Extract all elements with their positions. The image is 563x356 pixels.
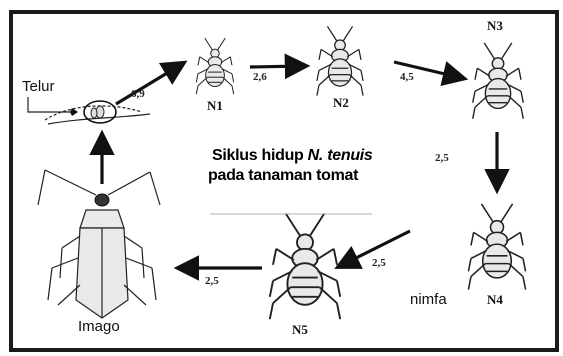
- duration-n5-to-adult: 2,5: [205, 275, 219, 287]
- egg-leaf-icon: [45, 101, 150, 124]
- title-line2: pada tanaman tomat: [208, 167, 359, 184]
- duration-n1-to-n2: 2,6: [253, 71, 267, 83]
- title-line1: Siklus hidup N. tenuis: [212, 147, 373, 164]
- duration-n2-to-n3: 4,5: [400, 71, 414, 83]
- n1-label: N1: [207, 98, 223, 113]
- title-line1-prefix: Siklus hidup: [212, 147, 308, 164]
- n2-label: N2: [333, 95, 349, 110]
- n3-label: N3: [487, 18, 503, 33]
- arrow-n1-to-n2: [250, 66, 304, 67]
- n2-nymph-icon: [317, 26, 363, 95]
- n4-nymph-icon: [468, 204, 525, 290]
- egg-pointer: [28, 97, 72, 112]
- n1-nymph-icon: [196, 38, 233, 94]
- n5-nymph-icon: [270, 214, 340, 320]
- arrow-egg-to-n1: [116, 64, 182, 104]
- n5-label: N5: [292, 322, 308, 337]
- title-species: N. tenuis: [308, 147, 373, 164]
- adult-bug-icon: [38, 170, 160, 318]
- adult-label: Imago: [78, 318, 120, 335]
- duration-egg-to-n1: 6,9: [131, 88, 145, 100]
- nymph-label: nimfa: [410, 291, 447, 308]
- duration-n3-to-n4: 2,5: [435, 152, 449, 164]
- n3-nymph-icon: [473, 43, 524, 119]
- duration-n4-to-n5: 2,5: [372, 257, 386, 269]
- egg-label: Telur: [22, 78, 55, 95]
- n4-label: N4: [487, 292, 503, 307]
